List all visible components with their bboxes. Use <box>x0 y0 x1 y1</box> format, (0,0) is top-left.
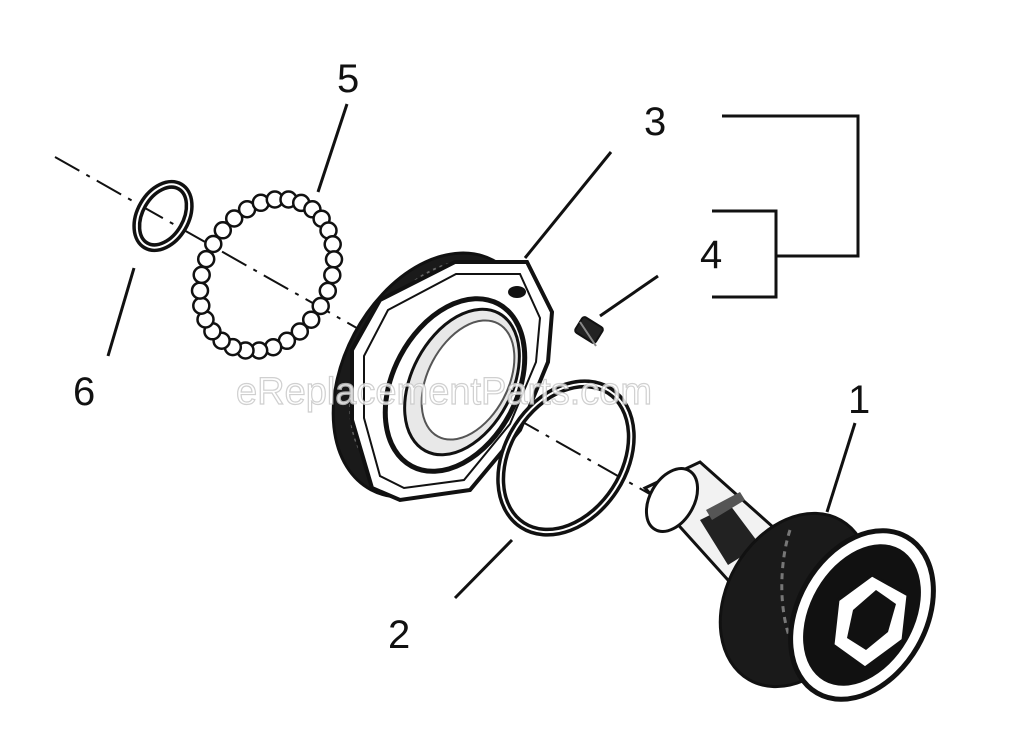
bearing-ball <box>204 234 223 254</box>
bearing-ball <box>323 235 342 254</box>
assembly-bracket <box>712 114 860 299</box>
callout-6: 6 <box>73 370 95 414</box>
leader-line-2 <box>453 538 514 600</box>
callout-1: 1 <box>848 378 870 422</box>
bearing-ball <box>190 281 210 300</box>
bearing-ball <box>323 265 342 285</box>
leader-line-1 <box>825 422 857 513</box>
bearing-ball <box>311 296 330 316</box>
center-axis-line <box>54 156 656 498</box>
bearing-ball <box>192 265 211 285</box>
bearing-ball <box>196 249 216 269</box>
part-3-bearing-housing <box>331 251 555 503</box>
watermark-text: eReplacementParts.com <box>236 371 652 413</box>
callout-4: 4 <box>700 233 722 277</box>
callout-2: 2 <box>388 613 410 657</box>
leader-line-6 <box>106 267 136 357</box>
bearing-ball <box>213 221 233 240</box>
part-5-ball-bearing-ring <box>190 190 344 360</box>
leader-line-5 <box>316 103 349 193</box>
leader-lines <box>106 103 857 600</box>
leader-line-3 <box>523 151 613 259</box>
bearing-ball <box>324 250 344 269</box>
callout-3: 3 <box>644 100 666 144</box>
bearing-ball <box>224 209 244 228</box>
leader-line-4 <box>599 274 659 318</box>
part-1-hex-socket-shaft <box>642 460 936 702</box>
part-6-small-ring <box>132 179 194 253</box>
callout-5: 5 <box>337 57 359 101</box>
bearing-ball <box>301 310 321 329</box>
part-2-large-o-ring <box>496 379 636 537</box>
bearing-ball <box>290 322 310 341</box>
bearing-ball <box>192 296 211 315</box>
part-4-set-screw <box>574 316 604 347</box>
bearing-ball <box>318 281 338 301</box>
